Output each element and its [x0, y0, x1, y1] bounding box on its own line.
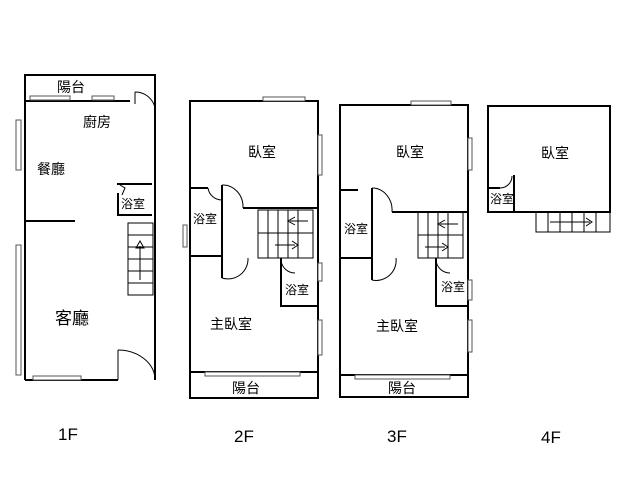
arrow-right-icon [425, 242, 449, 252]
window [204, 371, 301, 377]
door-swing [207, 187, 223, 201]
arrow-right-icon [275, 240, 299, 250]
staircase [417, 211, 464, 259]
room-label-bath: 浴室 [285, 282, 309, 297]
room-label-living: 客廳 [55, 309, 89, 329]
door-swing [119, 184, 126, 196]
plan-line [257, 209, 314, 259]
bath-wall [280, 258, 318, 307]
window [15, 119, 22, 171]
bath-wall [435, 258, 468, 307]
window [182, 224, 188, 248]
room-label-bedroom: 臥室 [396, 144, 424, 161]
door-swing [117, 349, 156, 381]
window [29, 95, 71, 101]
room-label-bath: 浴室 [121, 196, 145, 211]
window [317, 134, 323, 176]
wall [339, 104, 469, 398]
arrow-up-icon [135, 239, 145, 249]
floor-3f-plan: 臥室 浴室 浴室 主臥室 陽台 [339, 100, 473, 398]
room-label-dining: 餐廳 [37, 161, 65, 178]
door-swing [371, 187, 393, 213]
window [410, 100, 452, 106]
room-label-balcony: 陽台 [57, 80, 85, 96]
window [91, 95, 115, 101]
bath-wall [117, 183, 152, 216]
window [354, 374, 451, 380]
room-label-bedroom: 臥室 [541, 145, 569, 162]
window [262, 96, 306, 102]
door-swing [499, 175, 513, 189]
room-label-bath: 浴室 [441, 279, 465, 294]
floor-label-1f: 1F [58, 425, 78, 444]
floor-4f-plan: 臥室 浴室 [487, 105, 611, 233]
door-swing [134, 91, 156, 109]
arrow-left-icon [436, 219, 458, 229]
room-label-bath: 浴室 [490, 191, 514, 206]
door-swing [435, 259, 451, 274]
room-label-kitchen: 廚房 [83, 114, 111, 131]
staircase [257, 209, 314, 259]
window [317, 262, 323, 282]
floor-2f-plan: 臥室 浴室 浴室 主臥室 陽台 [182, 96, 323, 399]
window [32, 375, 82, 381]
room-label-balcony: 陽台 [232, 381, 260, 397]
window [317, 319, 323, 356]
room-label-master-bedroom: 主臥室 [376, 318, 418, 335]
room-label-balcony: 陽台 [388, 381, 416, 397]
window [15, 244, 22, 376]
bath-wall [488, 175, 515, 212]
door-swing [221, 257, 249, 280]
wall [24, 74, 156, 380]
arrow-right-icon [550, 217, 593, 227]
floor-label-3f: 3F [387, 427, 407, 446]
floor-1f-plan: 陽台 廚房 餐廳 浴室 客廳 [15, 74, 156, 381]
staircase [535, 211, 611, 233]
door-swing [221, 184, 244, 209]
bath-wall [340, 188, 373, 280]
room-label-bath: 浴室 [344, 221, 368, 236]
floor-label-2f: 2F [234, 427, 254, 446]
wall [189, 100, 319, 399]
window [467, 137, 473, 171]
door-swing [280, 259, 296, 274]
room-label-bedroom: 臥室 [248, 144, 276, 161]
staircase [127, 222, 154, 296]
door-swing [371, 257, 397, 281]
window [467, 279, 473, 301]
window [467, 319, 473, 353]
plan-line [535, 211, 611, 233]
floor-label-4f: 4F [541, 428, 561, 447]
room-label-master-bedroom: 主臥室 [210, 316, 252, 333]
room-label-bath: 浴室 [193, 211, 217, 226]
arrow-left-icon [286, 216, 308, 226]
